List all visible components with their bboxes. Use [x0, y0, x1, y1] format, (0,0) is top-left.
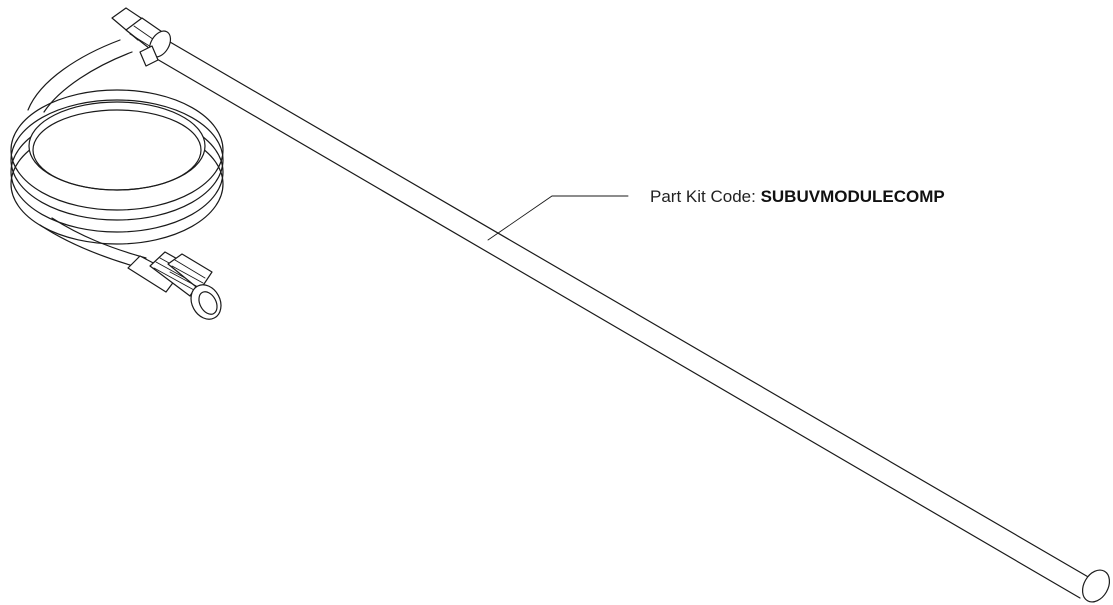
- callout-label: Part Kit Code:: [650, 187, 761, 206]
- tube-end-fitting: [111, 7, 172, 67]
- uv-tube: [149, 34, 1111, 603]
- coiled-cable: [10, 39, 224, 269]
- part-kit-code: SUBUVMODULECOMP: [761, 187, 945, 206]
- part-kit-callout: Part Kit Code: SUBUVMODULECOMP: [650, 187, 945, 206]
- callout-leader: [487, 195, 629, 241]
- cable-connector: [127, 251, 222, 320]
